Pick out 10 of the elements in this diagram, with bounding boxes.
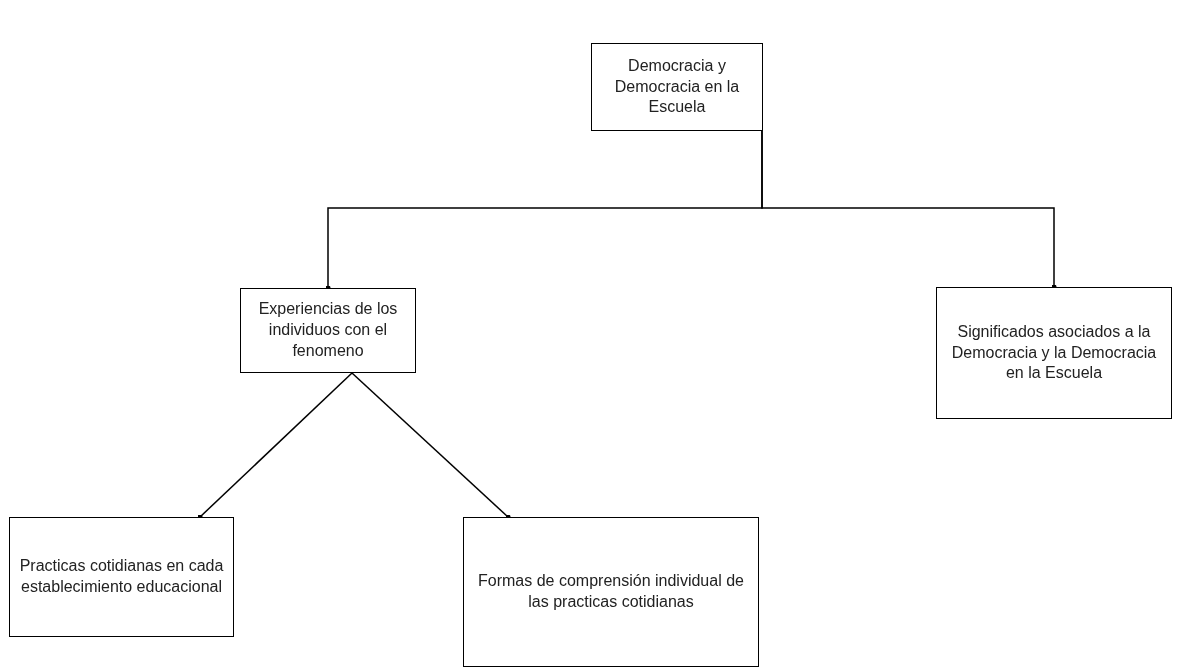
topic-text: Democracia y Democracia en la Escuela <box>613 55 741 118</box>
topic-box <box>463 517 759 667</box>
topic-box <box>240 288 416 373</box>
topic-box <box>591 43 763 131</box>
topic-text: Experiencias de los individuos con el fenomeno <box>257 299 399 361</box>
topic-text: Formas de comprensión individual de las practicas cotidianas <box>477 571 745 612</box>
topic-box <box>936 287 1172 419</box>
topic-text: Significados asociados a la Democracia y la Democracia en la Escuela <box>950 321 1158 384</box>
topic-box <box>9 517 234 637</box>
topic-text: Practicas cotidianas en cada establecimiento educacional <box>18 556 225 597</box>
